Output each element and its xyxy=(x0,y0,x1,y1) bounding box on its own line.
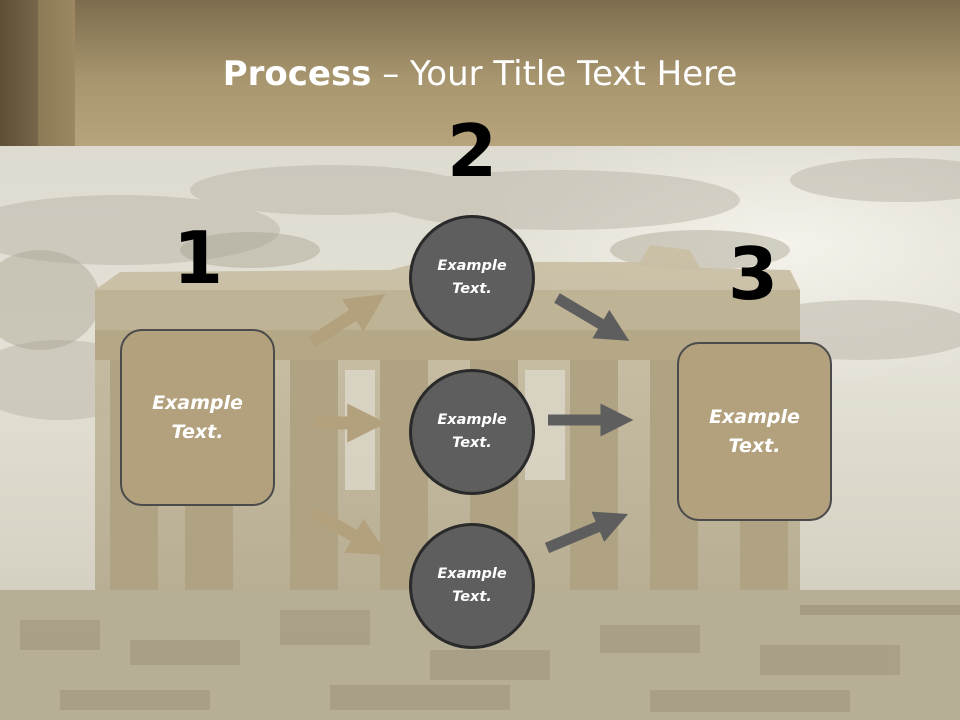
step-3-text: Example Text. xyxy=(709,405,800,457)
step-1-box: Example Text. xyxy=(120,329,275,506)
step-number-2: 2 xyxy=(446,109,498,193)
title-banner xyxy=(0,0,960,146)
step-number-3: 3 xyxy=(727,232,779,316)
step-1-text: Example Text. xyxy=(152,391,243,443)
circle-top: Example Text. xyxy=(409,215,535,341)
circle-middle-text: Example Text. xyxy=(437,412,507,451)
arrow-bottom-to-3 xyxy=(544,511,629,554)
banner-accent-dark xyxy=(0,0,38,146)
page-title: Process – Your Title Text Here xyxy=(0,52,960,96)
banner-accent-light xyxy=(38,0,75,146)
circle-bottom-text: Example Text. xyxy=(437,566,507,605)
circle-top-text: Example Text. xyxy=(437,258,507,297)
circle-bottom: Example Text. xyxy=(409,523,535,649)
step-number-1: 1 xyxy=(172,216,224,300)
arrow-top-to-3 xyxy=(554,293,630,341)
title-rest: – Your Title Text Here xyxy=(371,54,738,94)
arrow-1-to-bottom xyxy=(310,507,388,556)
title-bold: Process xyxy=(222,54,372,94)
circle-middle: Example Text. xyxy=(409,369,535,495)
arrow-1-to-top xyxy=(308,294,386,348)
step-3-box: Example Text. xyxy=(677,342,832,521)
